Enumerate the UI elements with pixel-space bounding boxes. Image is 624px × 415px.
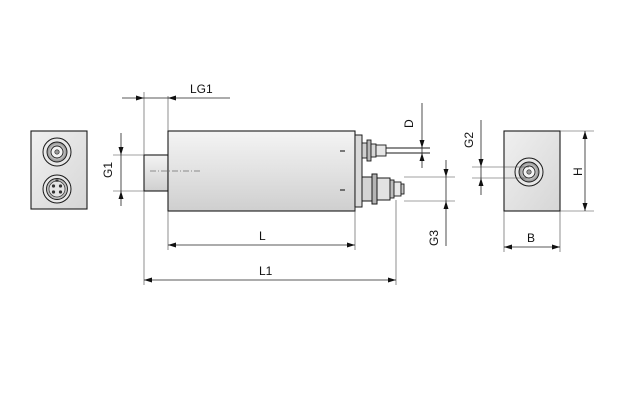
main-side-view — [143, 130, 430, 212]
dimension-g1: G1 — [101, 133, 144, 206]
upper-tube-fitting — [361, 139, 430, 162]
label-h: H — [571, 167, 585, 176]
dimension-d: D — [402, 103, 425, 168]
left-end-view — [30, 130, 88, 210]
dimension-b: B — [503, 211, 561, 252]
label-g1: G1 — [101, 162, 115, 178]
lower-connector-icon — [42, 174, 72, 204]
label-b: B — [527, 231, 535, 245]
dimension-h: H — [560, 130, 594, 212]
label-lg1: LG1 — [190, 82, 213, 96]
right-end-view — [503, 130, 561, 212]
end-flange — [354, 134, 363, 208]
port-icon — [514, 157, 544, 187]
dimension-l1: L1 — [143, 191, 397, 285]
label-g3: G3 — [427, 230, 441, 246]
label-l1: L1 — [259, 264, 273, 278]
dimension-lg1: LG1 — [122, 82, 230, 155]
upper-fitting-icon — [42, 137, 72, 167]
label-d: D — [402, 119, 416, 128]
label-g2: G2 — [462, 132, 476, 148]
left-connector-stub — [143, 154, 169, 192]
dimension-g3: G3 — [404, 160, 455, 246]
lower-quick-coupling — [361, 173, 405, 205]
label-l: L — [259, 229, 266, 243]
dimension-l: L — [167, 207, 356, 250]
dimension-g2: G2 — [462, 120, 529, 195]
